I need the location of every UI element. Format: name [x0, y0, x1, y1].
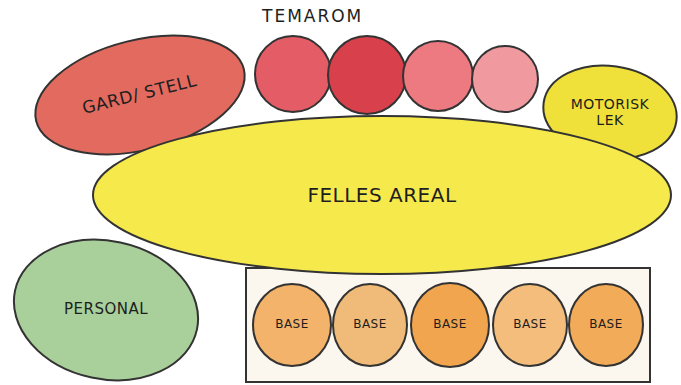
area-blob: BASE	[252, 283, 332, 367]
area-blob: FELLES AREAL	[92, 115, 672, 275]
blob-shape	[411, 283, 489, 367]
blob-shape	[493, 284, 567, 366]
theme-room	[472, 46, 538, 112]
area-blob: PERSONAL	[12, 240, 200, 380]
area-blob: BASE	[568, 283, 644, 367]
area-blob: BASE	[410, 282, 490, 368]
area-name: BASE	[513, 318, 547, 332]
area-name: MOTORISK LEK	[562, 96, 658, 128]
theme-room	[328, 36, 406, 114]
area-name: BASE	[589, 318, 623, 332]
base-row-frame	[246, 268, 650, 382]
area-name: BASE	[353, 318, 387, 332]
theme-room	[403, 41, 473, 111]
blob-shape	[333, 284, 407, 366]
area-blob: BASE	[332, 283, 408, 367]
group-heading: TEMAROM	[262, 6, 363, 26]
area-name: BASE	[275, 318, 309, 332]
blob-shape	[93, 116, 671, 274]
blob-shape	[1, 223, 212, 385]
area-name: PERSONAL	[64, 301, 148, 318]
blob-shape	[569, 284, 643, 366]
theme-room	[255, 36, 331, 112]
area-blob: BASE	[492, 283, 568, 367]
blob-shape	[253, 284, 331, 366]
area-name: FELLES AREAL	[307, 184, 456, 207]
area-name: BASE	[433, 318, 467, 332]
